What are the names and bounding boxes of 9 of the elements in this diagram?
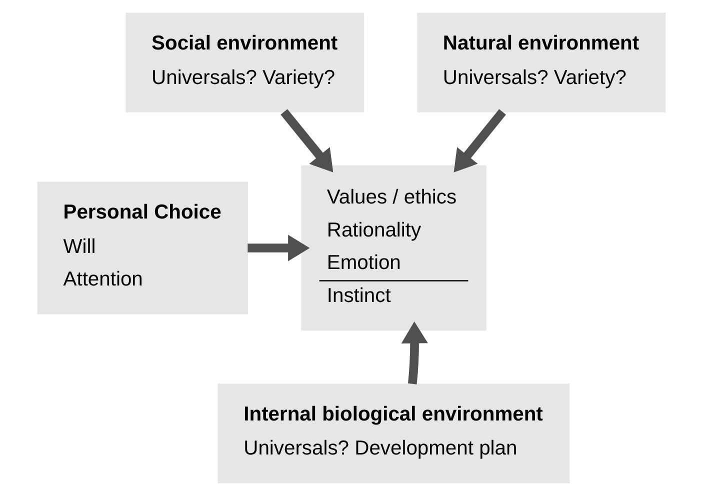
node-box: Natural environment Universals? Variety? bbox=[417, 12, 666, 112]
arrow bbox=[401, 322, 428, 384]
node-box: Internal biological environment Universals? Development plan bbox=[218, 384, 570, 484]
node-box: Values / ethics Rationality Emotion Instinct bbox=[301, 165, 486, 331]
arrow bbox=[280, 109, 334, 172]
node-box: Social environment Universals? Variety? bbox=[126, 12, 364, 112]
arrow bbox=[454, 109, 506, 172]
arrow bbox=[248, 234, 310, 262]
node-box: Personal Choice Will Attention bbox=[37, 182, 248, 314]
